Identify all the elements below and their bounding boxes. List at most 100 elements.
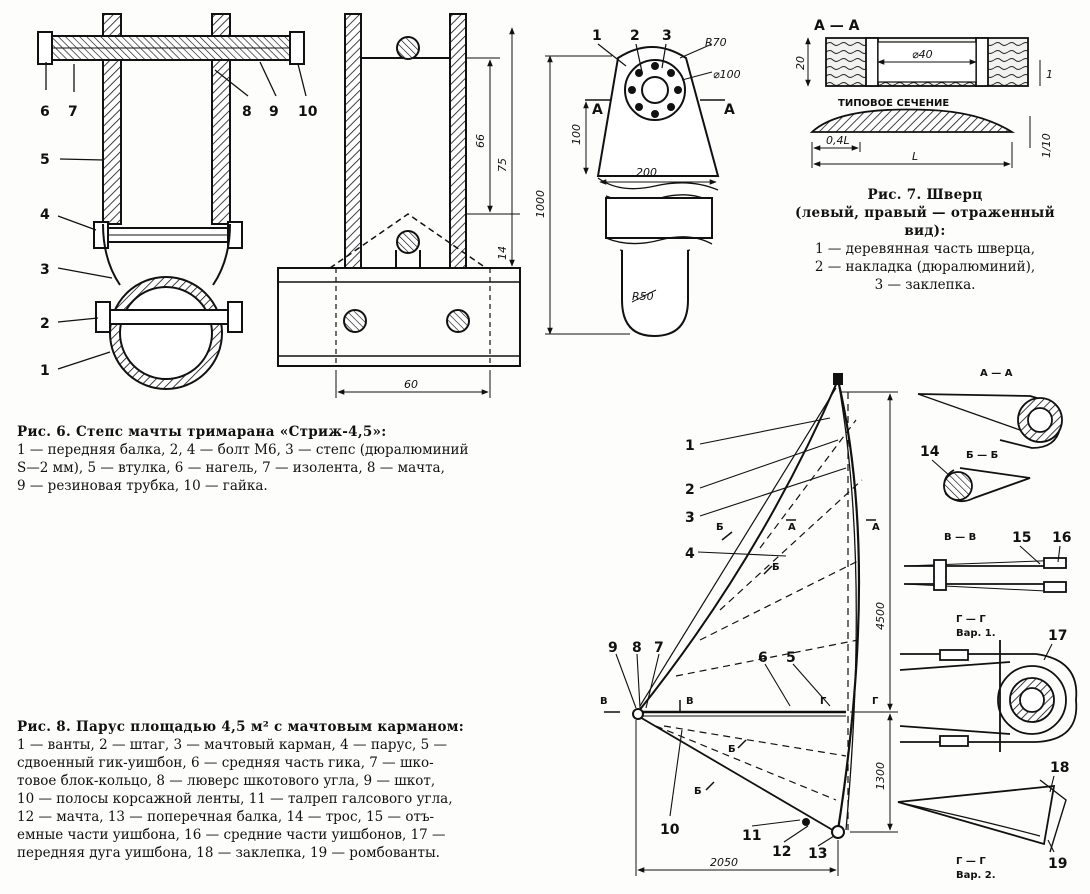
callout-4: 4 bbox=[40, 207, 50, 223]
fig7-caption-line: 2 — накладка (дюралюминий), bbox=[814, 259, 1036, 275]
callout-8: 8 bbox=[242, 104, 252, 120]
fig6-left-view bbox=[37, 13, 305, 390]
fig7-callout-3: 3 bbox=[662, 28, 672, 44]
fig8-callout-12: 12 bbox=[772, 844, 791, 860]
detail-gg2-title: Г — Г bbox=[956, 856, 986, 867]
dim-d100: ⌀100 bbox=[713, 68, 741, 81]
fig8-caption-line: емные части уишбона, 16 — средние части … bbox=[17, 827, 446, 843]
fig8-callout-10: 10 bbox=[660, 822, 680, 838]
fig8-caption-line: сдвоенный гик-уишбон, 6 — средняя часть … bbox=[17, 755, 434, 771]
fig8-caption-line: 10 — полосы корсажной ленты, 11 — талреп… bbox=[17, 791, 453, 807]
dim-1000: 1000 bbox=[534, 190, 547, 218]
dim-0-4l: 0,4L bbox=[826, 134, 850, 147]
fig8-sail bbox=[604, 373, 898, 876]
callout-1: 1 bbox=[40, 363, 50, 379]
fig6-caption-line: 9 — резиновая трубка, 10 — гайка. bbox=[17, 478, 268, 494]
sec-mark-g2: Г bbox=[872, 696, 879, 707]
fig8-caption: Рис. 8. Парус площадью 4,5 м² с мачтовым… bbox=[17, 718, 577, 862]
fig8-callout-3: 3 bbox=[685, 510, 695, 526]
sec-mark-g1: Г bbox=[820, 696, 827, 707]
fig8-callout-18: 18 bbox=[1050, 760, 1069, 776]
fig6-dim-labels: 66 75 14 60 bbox=[404, 134, 509, 391]
detail-aa-title: A — A bbox=[980, 368, 1013, 379]
fig8-caption-title: Рис. 8. Парус площадью 4,5 м² с мачтовым… bbox=[17, 719, 465, 735]
sec-mark-v2: B bbox=[686, 696, 694, 707]
fig8-callout-1: 1 bbox=[685, 438, 695, 454]
dim-66: 66 bbox=[474, 134, 487, 148]
fig7-caption-title: Рис. 7. Шверц bbox=[867, 187, 983, 203]
fig8-callout-4: 4 bbox=[685, 546, 695, 562]
detail-gg1-title: Г — Г bbox=[956, 614, 986, 625]
dim-14: 14 bbox=[496, 246, 509, 260]
fig6-leaders bbox=[45, 61, 307, 370]
dim-1: 1 bbox=[1046, 68, 1053, 81]
fig7-centerboard bbox=[545, 43, 725, 338]
detail-gg1-variant: Вар. 1. bbox=[956, 628, 996, 639]
detail-bb-title: Б — Б bbox=[966, 450, 998, 461]
dim-d40: ⌀40 bbox=[912, 48, 933, 61]
fig8-callout-15: 15 bbox=[1012, 530, 1031, 546]
fig7-labels: 1 2 3 R70 ⌀100 100 200 1000 R50 A A bbox=[534, 28, 741, 303]
fig7-callout-2: 2 bbox=[630, 28, 640, 44]
fig8-detail-labels: A — A 14 Б — Б B — B 15 16 Г — Г Вар. 1.… bbox=[920, 368, 1071, 881]
sec-mark-a1: A bbox=[788, 522, 796, 533]
fig8-caption-line: товое блок-кольцо, 8 — люверс шкотового … bbox=[17, 773, 436, 789]
callout-3: 3 bbox=[40, 262, 50, 278]
fig8-callout-17: 17 bbox=[1048, 628, 1067, 644]
callout-6: 6 bbox=[40, 104, 50, 120]
fig8-callout-13: 13 bbox=[808, 846, 827, 862]
dim-200: 200 bbox=[636, 166, 657, 179]
sec-mark-b4: Б bbox=[694, 786, 702, 797]
fig7-section-labels: A — A 20 ⌀40 1 ТИПОВОЕ СЕЧЕНИЕ 0,4L L 1/… bbox=[794, 18, 1053, 163]
section-aa-title: A — A bbox=[814, 18, 860, 34]
dim-100: 100 bbox=[570, 124, 583, 145]
callout-9: 9 bbox=[269, 104, 279, 120]
sec-mark-b1: Б bbox=[716, 522, 724, 533]
fig7-callout-1: 1 bbox=[592, 28, 602, 44]
detail-vv-title: B — B bbox=[944, 532, 976, 543]
fig8-caption-line: 1 — ванты, 2 — штаг, 3 — мачтовый карман… bbox=[17, 737, 447, 753]
fig8-callout-19: 19 bbox=[1048, 856, 1067, 872]
fig7-caption-line: 1 — деревянная часть шверца, bbox=[814, 241, 1036, 257]
dim-2050: 2050 bbox=[710, 856, 738, 869]
dim-r50: R50 bbox=[632, 290, 654, 303]
fig8-callout-14: 14 bbox=[920, 444, 940, 460]
fig8-labels: 1 2 3 4 5 6 7 8 9 10 11 12 13 4500 1300 … bbox=[600, 438, 887, 869]
sec-mark-b2: Б bbox=[772, 562, 780, 573]
fig8-detail-sections bbox=[897, 393, 1078, 853]
fig8-callout-8: 8 bbox=[632, 640, 642, 656]
fig7-caption: Рис. 7. Шверц (левый, правый — отраженны… bbox=[785, 186, 1065, 294]
fig6-caption-title: Рис. 6. Степс мачты тримарана «Стриж-4,5… bbox=[17, 424, 387, 440]
fig7-section-aa bbox=[805, 37, 1041, 168]
callout-10: 10 bbox=[298, 104, 318, 120]
fig8-callout-5: 5 bbox=[786, 650, 796, 666]
dim-4500: 4500 bbox=[874, 602, 887, 630]
fig8-callout-11: 11 bbox=[742, 828, 761, 844]
fig7-caption-line: (левый, правый — отраженный вид): bbox=[795, 205, 1055, 239]
fig6-callout-labels: 6 7 8 9 10 5 4 3 2 1 bbox=[40, 104, 318, 379]
dim-r70: R70 bbox=[705, 36, 727, 49]
fig8-callout-16: 16 bbox=[1052, 530, 1071, 546]
dim-1300: 1300 bbox=[874, 762, 887, 790]
sec-mark-b3: Б bbox=[728, 744, 736, 755]
fig6-caption: Рис. 6. Степс мачты тримарана «Стриж-4,5… bbox=[17, 423, 562, 495]
fig8-callout-2: 2 bbox=[685, 482, 695, 498]
fig6-caption-line: S—2 мм), 5 — втулка, 6 — нагель, 7 — изо… bbox=[17, 460, 445, 476]
fig6-caption-line: 1 — передняя балка, 2, 4 — болт М6, 3 — … bbox=[17, 442, 469, 458]
callout-2: 2 bbox=[40, 316, 50, 332]
callout-7: 7 bbox=[68, 104, 78, 120]
fig8-caption-line: передняя дуга уишбона, 18 — заклепка, 19… bbox=[17, 845, 440, 861]
dim-l: L bbox=[912, 150, 918, 163]
fig8-callout-7: 7 bbox=[654, 640, 664, 656]
fig6-side-view bbox=[277, 13, 521, 398]
fig7-caption-line: 3 — заклепка. bbox=[874, 277, 976, 293]
dim-60: 60 bbox=[404, 378, 418, 391]
section-mark-a-left: A bbox=[592, 102, 603, 118]
sec-mark-v1: B bbox=[600, 696, 608, 707]
fig8-callout-9: 9 bbox=[608, 640, 618, 656]
fig8-caption-line: 12 — мачта, 13 — поперечная балка, 14 — … bbox=[17, 809, 435, 825]
callout-5: 5 bbox=[40, 152, 50, 168]
detail-gg2-variant: Вар. 2. bbox=[956, 870, 996, 881]
